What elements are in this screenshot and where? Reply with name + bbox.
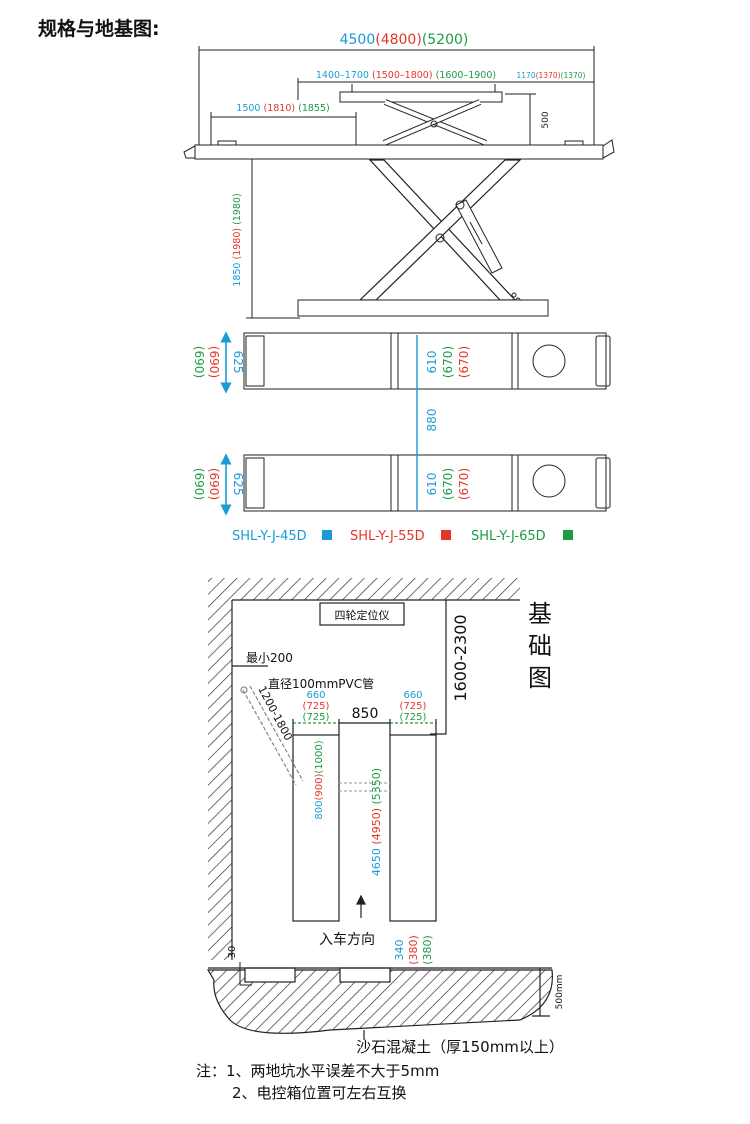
pit-depth-green: (380) xyxy=(421,935,434,965)
note-1: 注：1、两地坑水平误差不大于5mm xyxy=(196,1062,440,1080)
side-elevation xyxy=(183,46,615,319)
pit-width-green-l: (725) xyxy=(303,712,330,723)
platform-gap: 880 xyxy=(425,409,439,432)
pit-depth-blue: 340 xyxy=(393,940,406,961)
pipe-length: 1200-1800 xyxy=(255,684,295,743)
dim-platform-span: 1400–1700 (1500–1800) (1600–1900) xyxy=(316,70,496,81)
legend-65d: SHL-Y-J-65D xyxy=(471,529,546,544)
width-outer-red-2: (690) xyxy=(207,468,221,500)
entry-direction: 入车方向 xyxy=(319,931,375,948)
width-outer-green-2: (690) xyxy=(192,468,206,500)
legend-45d: SHL-Y-J-45D xyxy=(232,529,307,544)
width-inner-green-1: (670) xyxy=(441,346,455,378)
foundation-title-3: 图 xyxy=(528,664,552,692)
min-clearance: 最小200 xyxy=(246,651,293,665)
note-2: 2、电控箱位置可左右互换 xyxy=(232,1084,407,1102)
aligner-box xyxy=(319,602,405,626)
extension-platform xyxy=(339,91,503,103)
width-outer-green-1: (690) xyxy=(192,346,206,378)
lip-dim: 30 xyxy=(227,946,238,959)
width-outer-blue-2: 625 xyxy=(231,473,245,496)
legend-45d-swatch xyxy=(322,530,332,540)
width-inner-green-2: (670) xyxy=(441,468,455,500)
channel-length: 800(900)(1000) xyxy=(314,740,325,819)
pit-left xyxy=(292,734,340,922)
width-inner-red-1: (670) xyxy=(457,346,471,378)
dim-lift-height: 1850 (1980) (1980) xyxy=(232,193,243,286)
slab-depth: 500mm xyxy=(555,975,565,1010)
foundation-title-2: 础 xyxy=(528,632,552,660)
top-view xyxy=(243,332,611,512)
main-platform xyxy=(194,144,604,160)
legend-55d: SHL-Y-J-55D xyxy=(350,529,425,544)
pvc-label: 直径100mmPVC管 xyxy=(268,676,374,691)
model-legend: SHL-Y-J-45D SHL-Y-J-55D SHL-Y-J-65D xyxy=(232,529,573,544)
platform-top-2 xyxy=(243,454,607,512)
foundation-plan xyxy=(206,578,553,1040)
pit-width-red-r: (725) xyxy=(400,701,427,712)
pit-depth-red: (380) xyxy=(407,935,420,965)
pit-width-blue-l: 660 xyxy=(306,690,325,701)
page-heading: 规格与地基图: xyxy=(38,18,160,40)
dim-extension-height: 500 xyxy=(541,111,551,128)
dim-front-span: 1500 (1810) (1855) xyxy=(236,103,329,114)
pit-right xyxy=(389,734,437,922)
aligner-box-label: 四轮定位仪 xyxy=(335,608,390,622)
legend-65d-swatch xyxy=(563,530,573,540)
legend-55d-swatch xyxy=(441,530,451,540)
width-outer-blue-1: 625 xyxy=(231,351,245,374)
width-inner-blue-2: 610 xyxy=(425,473,439,496)
foundation-title-1: 基 xyxy=(528,600,552,628)
pit-gap: 850 xyxy=(352,706,379,722)
front-clearance: 1600-2300 xyxy=(451,614,470,701)
pit-width-red-l: (725) xyxy=(303,701,330,712)
width-inner-red-2: (670) xyxy=(457,468,471,500)
dim-rear-offset: 1170(1370)(1370) xyxy=(517,71,586,80)
dim-overall: 4500(4800)(5200) xyxy=(340,32,469,48)
width-outer-red-1: (690) xyxy=(207,346,221,378)
turntable-1 xyxy=(532,344,566,378)
turntable-2 xyxy=(532,464,566,498)
pit-width-green-r: (725) xyxy=(400,712,427,723)
concrete-label: 沙石混凝土（厚150mm以上） xyxy=(356,1038,564,1056)
pit-width-blue-r: 660 xyxy=(403,690,422,701)
pit-length: 4650 (4950) (5350) xyxy=(370,768,383,876)
base-frame xyxy=(297,299,549,317)
width-inner-blue-1: 610 xyxy=(425,351,439,374)
